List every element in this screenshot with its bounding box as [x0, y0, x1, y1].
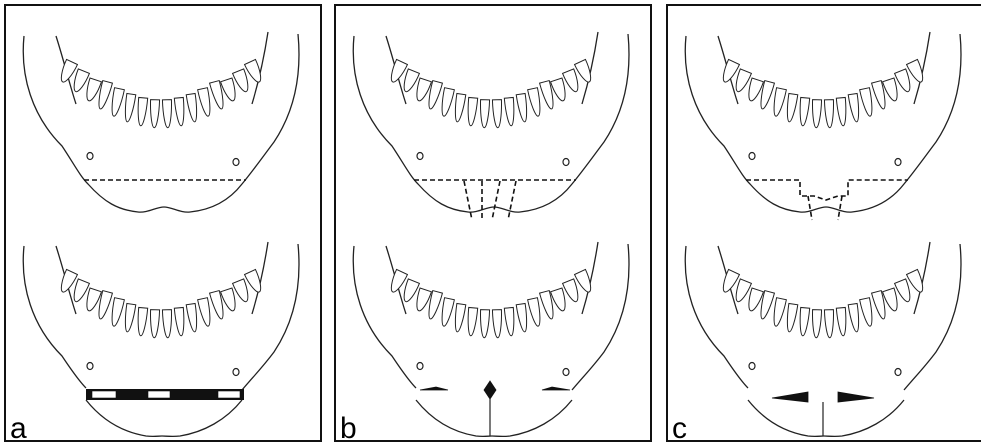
tooth — [162, 100, 172, 128]
mandible-outline — [685, 246, 748, 388]
tooth — [150, 310, 160, 338]
mental-foramen-right — [563, 369, 569, 376]
panel-label: c — [672, 414, 687, 442]
dental-arch — [387, 59, 594, 127]
tooth — [109, 298, 124, 327]
tooth — [186, 303, 199, 332]
mandible-bottom-after — [353, 242, 629, 436]
tooth — [136, 97, 147, 126]
genioplasty-wedges — [772, 392, 874, 436]
tooth — [174, 97, 185, 126]
tooth — [785, 93, 798, 122]
tooth — [824, 100, 834, 128]
mental-foramen-right — [563, 159, 569, 166]
tooth — [492, 100, 502, 128]
mental-foramen-left — [87, 153, 93, 160]
tooth — [439, 298, 454, 327]
tooth — [771, 298, 786, 327]
tooth — [771, 88, 786, 117]
mandible-top-before — [23, 32, 299, 212]
mandible-outline — [572, 244, 629, 390]
mandible-top-before — [353, 32, 629, 212]
tooth — [123, 93, 136, 122]
panel-c: c — [666, 4, 981, 442]
tooth — [860, 88, 875, 117]
mandible-outline — [685, 34, 961, 212]
tooth — [785, 303, 798, 332]
mental-foramen-left — [749, 363, 755, 370]
mental-foramen-right — [895, 159, 901, 166]
chin-segment — [416, 400, 572, 436]
osteotomy-lines — [746, 180, 908, 220]
mandible-outline — [23, 246, 86, 388]
tooth — [836, 97, 847, 126]
interposition-graft — [86, 389, 244, 400]
dental-arch — [719, 269, 926, 337]
tooth — [162, 310, 172, 338]
dental-arch — [57, 59, 264, 127]
tooth — [528, 298, 543, 327]
tooth — [528, 88, 543, 117]
mandible-outline — [23, 34, 299, 212]
tooth — [824, 310, 834, 338]
tooth — [186, 93, 199, 122]
tooth — [492, 310, 502, 338]
chin-segment — [748, 400, 904, 436]
tooth — [516, 93, 529, 122]
tooth — [504, 307, 515, 336]
tooth — [798, 97, 809, 126]
tooth — [480, 310, 490, 338]
tooth — [123, 303, 136, 332]
mandible-outline — [353, 246, 416, 388]
mandible-outline — [904, 244, 961, 390]
mental-foramen-left — [417, 153, 423, 160]
panel-label: a — [10, 414, 27, 442]
tooth — [453, 303, 466, 332]
mental-foramen-left — [417, 363, 423, 370]
tooth — [812, 100, 822, 128]
tooth — [174, 307, 185, 336]
tooth — [109, 88, 124, 117]
mandible-top-before — [685, 32, 961, 212]
tooth — [836, 307, 847, 336]
tooth — [136, 307, 147, 336]
tooth — [848, 303, 861, 332]
tooth — [198, 88, 213, 117]
tooth — [150, 100, 160, 128]
mental-foramen-right — [895, 369, 901, 376]
tooth — [848, 93, 861, 122]
tooth — [516, 303, 529, 332]
tooth — [812, 310, 822, 338]
mental-foramen-right — [233, 369, 239, 376]
mandible-outline — [353, 34, 629, 212]
mandible-outline — [242, 244, 299, 390]
dental-arch — [387, 269, 594, 337]
panel-a: a — [4, 4, 322, 442]
tooth — [466, 97, 477, 126]
tooth — [466, 307, 477, 336]
tooth — [798, 307, 809, 336]
tooth — [198, 298, 213, 327]
osteotomy-lines — [414, 180, 576, 220]
panel-label: b — [340, 414, 357, 442]
tooth — [453, 93, 466, 122]
dental-arch — [719, 59, 926, 127]
tooth — [504, 97, 515, 126]
mental-foramen-left — [749, 153, 755, 160]
mental-foramen-right — [233, 159, 239, 166]
chin-segment — [86, 400, 242, 436]
tooth — [480, 100, 490, 128]
panel-b: b — [334, 4, 652, 442]
dental-arch — [57, 269, 264, 337]
mandible-bottom-after — [23, 242, 299, 436]
panel-a-illustration — [6, 6, 320, 440]
tooth — [439, 88, 454, 117]
tooth — [860, 298, 875, 327]
panel-c-illustration — [668, 6, 981, 440]
genioplasty-wedges — [420, 381, 570, 436]
mental-foramen-left — [87, 363, 93, 370]
panel-b-illustration — [336, 6, 650, 440]
